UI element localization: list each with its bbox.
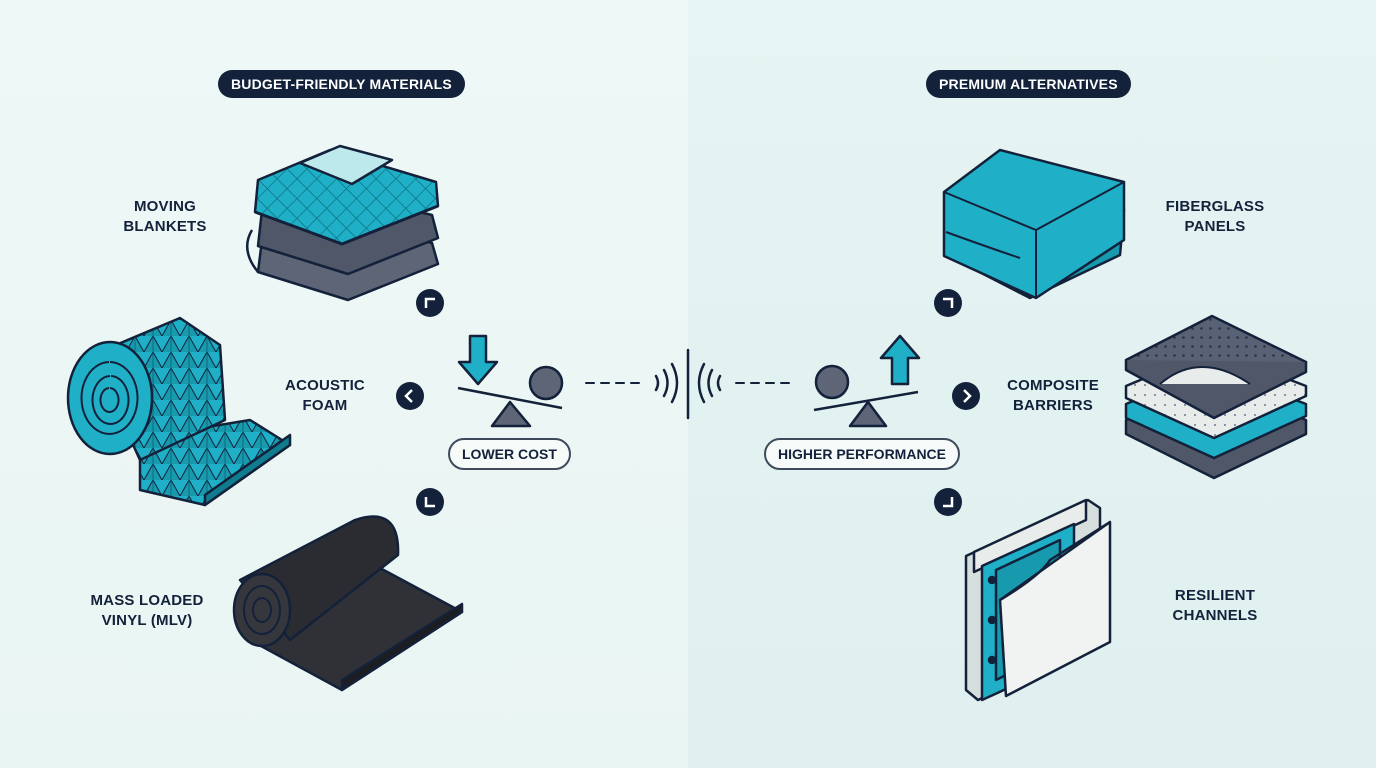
folded-blankets-icon [245, 144, 440, 302]
resilient-channel-icon [964, 498, 1112, 702]
down-arrow-icon [457, 334, 499, 386]
corner-bracket-bottom-left-icon [416, 488, 444, 516]
layered-barrier-icon [1124, 314, 1308, 480]
corner-bracket-bottom-right-icon [934, 488, 962, 516]
chevron-left-icon [396, 382, 424, 410]
vinyl-roll-icon [232, 515, 464, 692]
sound-wave-icon [585, 348, 793, 420]
fiberglass-panel-icon [942, 148, 1126, 300]
corner-bracket-top-left-icon [416, 289, 444, 317]
seesaw-low-cost-icon [457, 365, 564, 428]
foam-roll-icon [66, 316, 292, 507]
lower-cost-pill: LOWER COST [448, 438, 571, 470]
corner-bracket-top-right-icon [934, 289, 962, 317]
budget-header: BUDGET-FRIENDLY MATERIALS [218, 70, 465, 98]
seesaw-high-performance-icon [813, 364, 919, 428]
premium-header: PREMIUM ALTERNATIVES [926, 70, 1131, 98]
chevron-right-icon [952, 382, 980, 410]
higher-performance-pill: HIGHER PERFORMANCE [764, 438, 961, 470]
up-arrow-icon [879, 334, 921, 386]
